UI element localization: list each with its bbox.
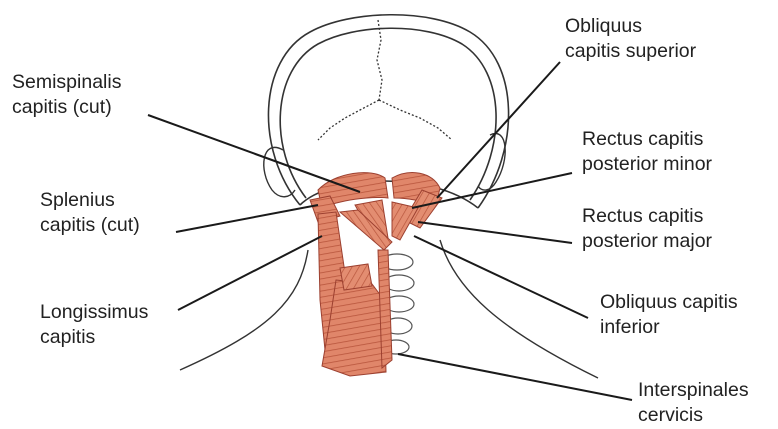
muscles bbox=[310, 173, 442, 376]
label-line-1: Splenius bbox=[40, 188, 140, 213]
leader-longissimus bbox=[178, 236, 322, 310]
label-line-1: Rectus capitis bbox=[582, 204, 712, 229]
label-line-2: capitis bbox=[40, 325, 148, 350]
label-splenius-capitis: Splenius capitis (cut) bbox=[40, 188, 140, 238]
cut-band-muscle bbox=[340, 264, 372, 290]
label-line-2: posterior minor bbox=[582, 152, 712, 177]
label-line-1: Rectus capitis bbox=[582, 127, 712, 152]
label-line-2: cervicis bbox=[638, 403, 749, 428]
leader-obliquus-inferior bbox=[414, 236, 588, 318]
label-semispinalis-capitis: Semispinalis capitis (cut) bbox=[12, 70, 121, 120]
sagittal-suture bbox=[377, 20, 382, 100]
right-shoulder-outline bbox=[440, 240, 598, 378]
left-shoulder-outline bbox=[180, 250, 308, 370]
leader-semispinalis bbox=[148, 115, 360, 192]
label-line-2: posterior major bbox=[582, 229, 712, 254]
label-obliquus-capitis-inferior: Obliquus capitis inferior bbox=[600, 290, 738, 340]
label-line-1: Obliquus bbox=[565, 14, 696, 39]
label-line-1: Semispinalis bbox=[12, 70, 121, 95]
leader-splenius bbox=[176, 205, 318, 232]
label-interspinales-cervicis: Interspinales cervicis bbox=[638, 378, 749, 428]
label-line-2: capitis (cut) bbox=[40, 213, 140, 238]
label-longissimus-capitis: Longissimus capitis bbox=[40, 300, 148, 350]
label-rectus-capitis-posterior-minor: Rectus capitis posterior minor bbox=[582, 127, 712, 177]
label-line-1: Obliquus capitis bbox=[600, 290, 738, 315]
label-rectus-capitis-posterior-major: Rectus capitis posterior major bbox=[582, 204, 712, 254]
label-obliquus-capitis-superior: Obliquus capitis superior bbox=[565, 14, 696, 64]
lambdoid-suture bbox=[318, 100, 452, 140]
label-line-1: Longissimus bbox=[40, 300, 148, 325]
label-line-2: capitis (cut) bbox=[12, 95, 121, 120]
label-line-1: Interspinales bbox=[638, 378, 749, 403]
skull bbox=[268, 15, 508, 208]
skull-outer bbox=[268, 15, 508, 208]
leader-rectus-major bbox=[418, 222, 572, 243]
label-line-2: inferior bbox=[600, 315, 738, 340]
label-line-2: capitis superior bbox=[565, 39, 696, 64]
